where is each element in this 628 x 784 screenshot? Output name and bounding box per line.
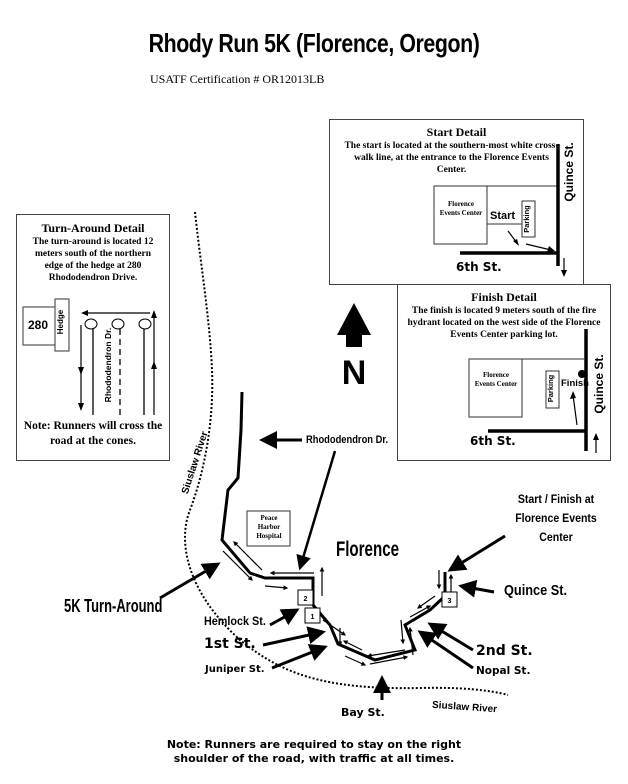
route-direction-arrow xyxy=(322,619,346,636)
finish-label: Finish xyxy=(561,378,589,389)
finish-detail-description: The finish is located 9 meters south of … xyxy=(407,306,601,340)
marker-1-label: 1 xyxy=(311,614,315,621)
finish-detail-heading: Finish Detail xyxy=(471,290,537,304)
north-label: N xyxy=(342,354,367,390)
start-detail-heading: Start Detail xyxy=(426,125,487,139)
north-arrow: N xyxy=(337,303,371,390)
juniper-label: Juniper St. xyxy=(205,664,265,675)
siuslaw-river-line xyxy=(184,211,509,696)
start-detail-diagram xyxy=(433,144,567,277)
events-center-building xyxy=(468,358,523,418)
route-direction-arrow xyxy=(417,595,436,609)
city-label: Florence xyxy=(336,538,400,561)
route-direction-arrow xyxy=(369,655,409,665)
route-direction-arrow xyxy=(264,585,289,591)
route-direction-arrow xyxy=(344,655,367,666)
nopal-label: Nopal St. xyxy=(476,665,531,677)
start-events-center-label: Florence Events Center xyxy=(439,200,483,217)
finish-sixth-label: 6th St. xyxy=(470,434,516,448)
arrow-icon xyxy=(525,243,552,251)
house-number: 280 xyxy=(28,318,49,332)
north-arrow-icon xyxy=(337,303,371,347)
juniper-pointer-arrow xyxy=(271,644,328,670)
footer-note-line2: shoulder of the road, with traffic at al… xyxy=(173,752,455,765)
turnaround-heading: Turn-Around Detail xyxy=(41,221,145,235)
rhododendron-label: Rhododendron Dr. xyxy=(306,434,389,446)
arrow-up-icon xyxy=(572,394,578,426)
marker-2 xyxy=(297,589,314,606)
route-direction-arrow xyxy=(342,640,363,651)
hospital-building xyxy=(246,510,291,547)
cone-icon xyxy=(138,318,152,330)
marker-3 xyxy=(441,591,458,608)
nopal-pointer-arrow xyxy=(417,630,474,670)
start-finish-pointer-arrow xyxy=(447,534,506,572)
first-street-pointer-arrow xyxy=(262,626,326,647)
marker-1 xyxy=(304,607,321,624)
start-detail-panel: Start Detail The start is located at the… xyxy=(329,119,584,285)
footer-note: Note: Runners are required to stay on th… xyxy=(0,738,628,766)
bay-street-route-line xyxy=(311,572,447,662)
start-detail-description: The start is located at the southern-mos… xyxy=(344,141,559,175)
bay-street-label: Bay St. xyxy=(341,706,385,719)
events-center-building xyxy=(433,185,488,245)
page-title: Rhody Run 5K (Florence, Oregon) xyxy=(148,28,480,58)
first-street-label: 1st St. xyxy=(204,636,256,652)
turnaround-description: The turn-around is located 12 meters sou… xyxy=(32,237,154,283)
parking-lot xyxy=(545,370,560,409)
certification-number: USATF Certification # OR12013LB xyxy=(150,72,325,86)
turnaround-label: 5K Turn-Around xyxy=(64,596,163,616)
cone-icon xyxy=(84,318,98,330)
turnaround-pointer-arrow xyxy=(159,562,221,600)
marker-2-label: 2 xyxy=(304,596,308,603)
finish-events-center-label: Florence Events Center xyxy=(474,371,518,388)
hemlock-label: Hemlock St. xyxy=(204,614,266,628)
start-label: Start xyxy=(490,210,516,222)
finish-detail-panel: Finish Detail The finish is located 9 me… xyxy=(397,284,611,461)
route-direction-arrow xyxy=(400,619,406,645)
second-street-pointer-arrow xyxy=(427,622,474,652)
route-direction-arrow xyxy=(408,626,414,656)
footer-note-line1: Note: Runners are required to stay on th… xyxy=(166,738,462,751)
rhododendron-pointer-arrow xyxy=(296,450,337,571)
finish-detail-diagram xyxy=(468,329,599,453)
route-direction-arrow xyxy=(366,649,406,658)
rhododendron-route-line xyxy=(220,391,315,605)
turnaround-detail-panel: Turn-Around Detail The turn-around is lo… xyxy=(16,214,170,461)
hemlock-pointer-arrow xyxy=(269,608,300,627)
fire-hydrant-icon xyxy=(578,370,586,378)
parking-lot xyxy=(521,200,536,238)
marker-3-label: 3 xyxy=(448,598,452,605)
route-direction-arrow xyxy=(233,541,263,571)
second-street-label: 2nd St. xyxy=(476,643,533,659)
turnaround-note: Note: Runners will cross the road at the… xyxy=(23,420,163,447)
route-direction-arrow xyxy=(222,550,253,581)
quince-label: Quince St. xyxy=(504,582,568,599)
start-sixth-label: 6th St. xyxy=(456,260,502,274)
hospital-label: Peace Harbor Hospital xyxy=(256,514,282,540)
hedge xyxy=(54,298,70,352)
start-finish-label: Start / Finish at Florence Events Center xyxy=(515,492,597,544)
cone-icon xyxy=(111,318,125,330)
quince-pointer-arrow xyxy=(458,579,495,598)
turnaround-diagram xyxy=(22,298,157,415)
route-direction-arrow xyxy=(409,605,432,618)
